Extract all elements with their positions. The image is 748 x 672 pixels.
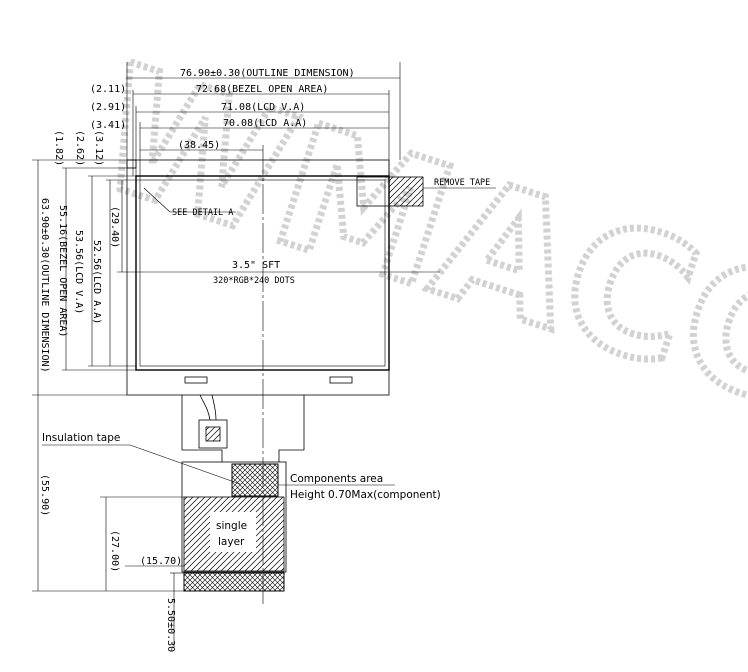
- dim-outline-height: 63.90±0.30(OUTLINE DIMENSION): [39, 198, 50, 373]
- dim-fpc-tab: 5.50±0.30: [165, 598, 176, 652]
- components-area-label: Components area: [290, 473, 383, 485]
- fpc-gold-finger-tab: [183, 572, 285, 592]
- bezel-slot-right: [329, 376, 353, 384]
- components-height-label: Height 0.70Max(component): [290, 489, 441, 501]
- panel-size-label: 3.5" SFT: [232, 260, 280, 271]
- dim-fpc-1570: (15.70): [140, 556, 182, 567]
- dim-aa-width: 70.08(LCD A.A): [223, 118, 307, 129]
- dim-va-height: 53.56(LCD V.A): [73, 230, 84, 314]
- see-detail-label: SEE DETAIL A: [172, 208, 233, 218]
- dim-offset-312: (3.12): [93, 130, 104, 166]
- watermark-text: WMACC: [75, 29, 748, 445]
- dim-aa-height: 52.56(LCD A.A): [91, 240, 102, 324]
- panel-resolution-label: 320*RGB*240 DOTS: [213, 276, 295, 286]
- dim-fpc-total: (55.90): [39, 474, 50, 516]
- dim-bezel-height: 55.16(BEZEL OPEN AREA): [57, 205, 68, 337]
- fpc-connector: [205, 426, 221, 442]
- dim-bezel-width: 72.68(BEZEL OPEN AREA): [196, 84, 328, 95]
- dim-outline-width: 76.90±0.30(OUTLINE DIMENSION): [180, 68, 355, 79]
- fpc-tail-outline: [181, 461, 287, 573]
- dim-offset-291: (2.91): [90, 102, 126, 113]
- insulation-tape-label: Insulation tape: [42, 432, 120, 444]
- dim-offset-262: (2.62): [74, 130, 85, 166]
- bezel-slot-left: [184, 376, 208, 384]
- dim-offset-2940: (29.40): [109, 206, 120, 248]
- dim-offset-341: (3.41): [90, 120, 126, 131]
- fpc-bend: [199, 394, 217, 421]
- components-area-box: [231, 463, 279, 497]
- fpc-right-edge: [278, 395, 305, 462]
- remove-tape-tab: [388, 176, 424, 207]
- layer-label: layer: [218, 536, 245, 548]
- see-detail-leader: [143, 187, 171, 213]
- fpc-left-edge: [181, 395, 223, 462]
- dim-offset-3845: (38.45): [178, 140, 220, 151]
- single-layer-label-bg: [210, 512, 256, 552]
- insulation-tape-leader: [129, 444, 241, 485]
- fpc-connector-outline: [198, 419, 228, 449]
- dim-fpc-27: (27.00): [109, 530, 120, 572]
- dim-va-width: 71.08(LCD V.A): [221, 102, 305, 113]
- bezel-open-area: [135, 175, 390, 371]
- dim-offset-211: (2.11): [90, 84, 126, 95]
- remove-tape-label: REMOVE TAPE: [434, 178, 490, 188]
- lcd-active-area: [139, 179, 386, 367]
- dim-offset-182: (1.82): [53, 130, 64, 166]
- single-label: single: [216, 520, 247, 532]
